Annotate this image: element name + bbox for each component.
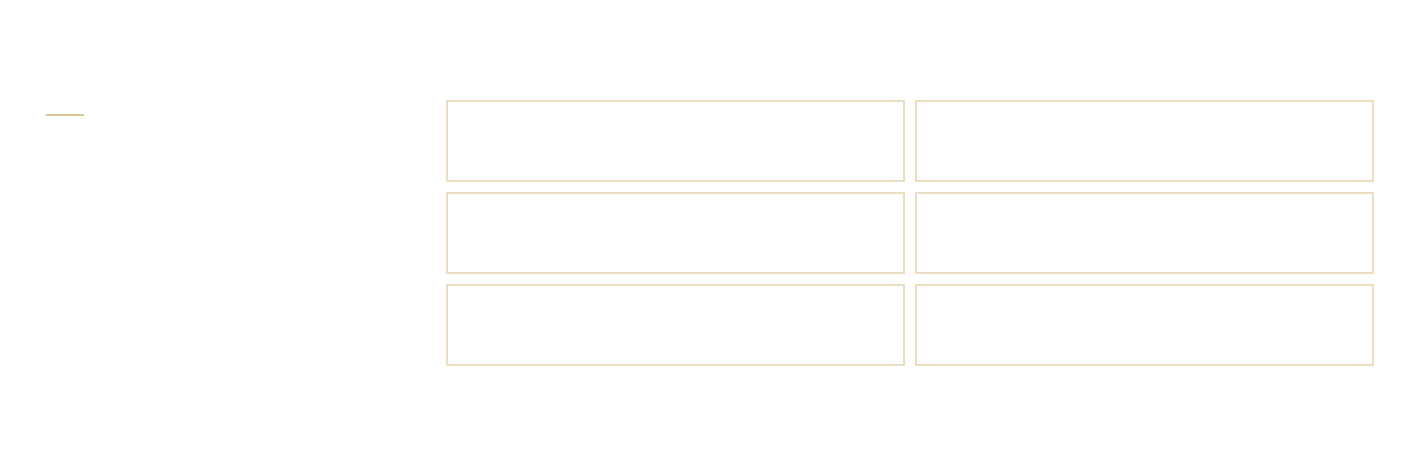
grid-card-3[interactable] xyxy=(446,192,905,274)
card-grid xyxy=(446,100,1374,366)
grid-card-6[interactable] xyxy=(915,284,1374,366)
grid-card-4[interactable] xyxy=(915,192,1374,274)
grid-card-1[interactable] xyxy=(446,100,905,182)
section-accent-line xyxy=(46,114,84,116)
grid-card-2[interactable] xyxy=(915,100,1374,182)
grid-card-5[interactable] xyxy=(446,284,905,366)
